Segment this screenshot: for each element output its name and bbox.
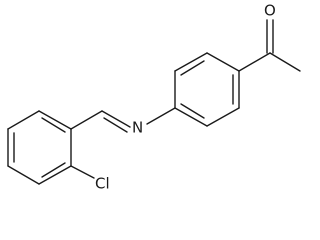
- ring-bond: [206, 52, 240, 72]
- ring-bond: [38, 165, 72, 185]
- phenyl-ring: [174, 52, 240, 127]
- oxygen-atom-label: O: [264, 2, 276, 20]
- imine-double-bond-outer: [101, 110, 131, 128]
- methyl-bond: [269, 52, 301, 72]
- ring-double-bond: [41, 117, 66, 133]
- ring-bond: [174, 107, 208, 127]
- chemical-structure: Cl N O: [7, 2, 301, 193]
- c-cl-bond: [70, 165, 95, 179]
- nitrogen-atom-label: N: [132, 119, 143, 137]
- ring-to-carbonyl-bond: [238, 52, 271, 72]
- chlorine-atom-label: Cl: [95, 175, 110, 193]
- n-to-ring-bond: [146, 107, 176, 125]
- ring-bond: [206, 107, 240, 127]
- ring-bond: [7, 165, 40, 185]
- ring-double-bond: [180, 103, 205, 119]
- ring-to-ch-bond: [70, 110, 103, 130]
- ring-bond: [174, 52, 208, 72]
- chlorophenyl-ring: [7, 110, 72, 185]
- ring-double-bond: [41, 162, 66, 178]
- imine-double-bond-inner: [103, 117, 128, 133]
- ring-bond: [7, 110, 40, 130]
- ring-double-bond: [180, 60, 205, 76]
- ring-bond: [38, 110, 72, 130]
